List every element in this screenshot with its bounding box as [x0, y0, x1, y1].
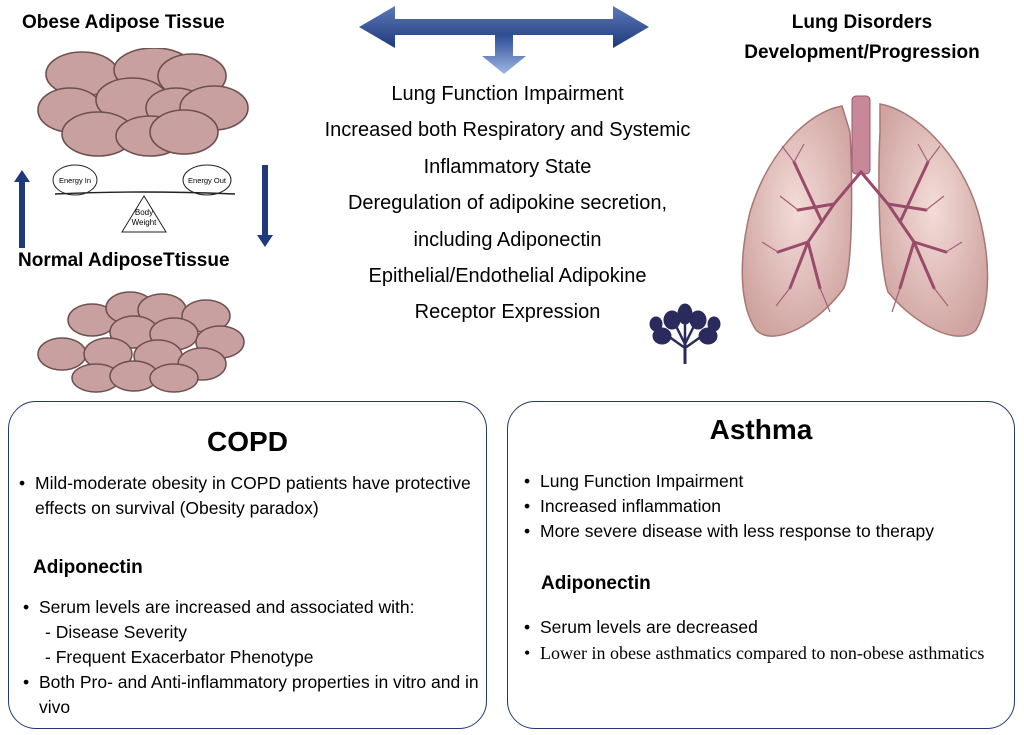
copd-sub-item: - Disease Severity	[45, 622, 187, 642]
asthma-panel: Asthma Lung Function Impairment Increase…	[507, 401, 1015, 729]
copd-sub-item: - Frequent Exacerbator Phenotype	[45, 647, 314, 667]
center-line: Epithelial/Endothelial Adipokine	[368, 265, 647, 288]
copd-adiponectin-title: Adiponectin	[33, 557, 143, 578]
asthma-adiponectin-bullet: Lower in obese asthmatics compared to no…	[522, 641, 992, 666]
up-arrow-icon	[14, 170, 30, 248]
asthma-bullet: Increased inflammation	[522, 494, 1012, 519]
asthma-bullet: More severe disease with less response t…	[522, 519, 1012, 544]
left-right-arrow	[359, 6, 649, 48]
center-consequences-text: Lung Function Impairment Increased both …	[270, 76, 745, 331]
asthma-adiponectin-bullet: Serum levels are decreased	[522, 615, 1002, 640]
copd-adiponectin-bullet: Serum levels are increased and associate…	[21, 595, 481, 670]
normal-tissue-title: Normal AdiposeTtissue	[18, 250, 230, 271]
center-line: Inflammatory State	[423, 155, 592, 178]
asthma-bullet: Lung Function Impairment	[522, 469, 1012, 494]
center-line: Lung Function Impairment	[391, 83, 624, 105]
normal-adipose-cells-illustration	[37, 291, 245, 393]
energy-in-label: Energy In	[59, 176, 91, 185]
copd-panel: COPD Mild-moderate obesity in COPD patie…	[8, 401, 487, 729]
lung-title-line1: Lung Disorders	[791, 12, 933, 33]
energy-balance-scale: Energy In Energy Out Body Weight	[52, 164, 236, 233]
asthma-bullets: Lung Function Impairment Increased infla…	[522, 469, 1012, 544]
copd-adiponectin-bullet: Both Pro- and Anti-inflammatory properti…	[21, 670, 481, 720]
center-line: including Adiponectin	[413, 228, 602, 251]
body-label: Body	[135, 208, 153, 217]
obese-tissue-title: Obese Adipose Tissue	[22, 12, 225, 33]
center-line: Deregulation of adipokine secretion,	[347, 192, 668, 215]
asthma-title: Asthma	[709, 414, 813, 445]
center-line: Increased both Respiratory and Systemic	[324, 119, 691, 142]
center-line: Receptor Expression	[414, 301, 601, 324]
lung-title-line2: Development/Progression	[744, 42, 980, 63]
asthma-adiponectin-bullets: Serum levels are decreased	[522, 615, 1002, 640]
copd-bullets: Mild-moderate obesity in COPD patients h…	[17, 471, 477, 521]
copd-title: COPD	[207, 426, 288, 457]
obese-adipose-cells-illustration	[37, 48, 249, 157]
double-arrow-graphic	[359, 6, 649, 74]
weight-label: Weight	[132, 218, 158, 227]
lung-disorders-title: Lung Disorders Development/Progression	[712, 8, 1012, 68]
copd-adiponectin-bullets: Serum levels are increased and associate…	[21, 595, 481, 720]
down-arrow-icon	[257, 165, 273, 247]
down-arrow	[482, 35, 526, 74]
energy-out-label: Energy Out	[188, 176, 227, 185]
asthma-adiponectin-title: Adiponectin	[541, 573, 651, 594]
copd-adiponectin-bullet-text: Serum levels are increased and associate…	[39, 597, 415, 617]
copd-bullet: Mild-moderate obesity in COPD patients h…	[17, 471, 477, 521]
asthma-adiponectin-bullets-2: Lower in obese asthmatics compared to no…	[522, 641, 992, 666]
alveoli-icon	[649, 303, 721, 364]
lungs-illustration	[741, 95, 989, 337]
